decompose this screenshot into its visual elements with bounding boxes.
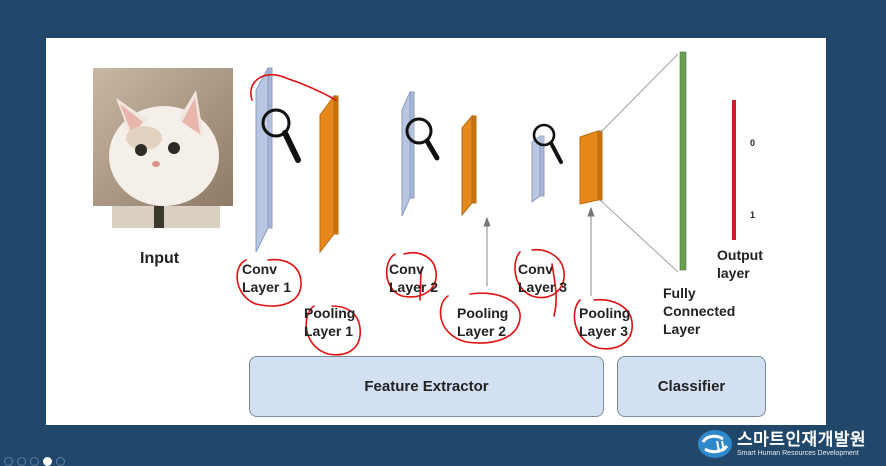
brand-mark-icon — [698, 430, 732, 458]
brand-subtitle: Smart Human Resources Development — [737, 449, 859, 457]
conv-layer-1-label: Conv Layer 1 — [242, 261, 292, 295]
pooling-layer-3-label: Pooling Layer 3 — [579, 305, 631, 339]
classifier-box: Classifier — [617, 356, 766, 417]
conv-layer-3-label: Conv Layer 3 — [518, 261, 568, 295]
conv-layer-2-shape — [401, 91, 411, 217]
handwritten-annotations — [236, 73, 633, 356]
magnifier-icon — [532, 123, 563, 164]
output-layer-label: Output layer — [717, 247, 763, 281]
pooling-layer-1-shape — [319, 94, 335, 254]
input-label: Input — [140, 250, 180, 267]
pooling-layer-2-label: Pooling Layer 2 — [457, 305, 509, 339]
input-cat-image — [93, 68, 233, 228]
conv-layer-3-shape — [531, 135, 541, 203]
fully-connected-label: Fully Connected Layer — [663, 285, 736, 337]
fully-connected-layer-shape — [679, 51, 687, 271]
pooling-layer-1-label: Pooling Layer 1 — [304, 305, 356, 339]
pooling-layer-2-shape — [461, 114, 473, 217]
brand-name: 스마트인재개발원 — [737, 429, 867, 449]
slide-canvas: Input Conv Layer 1 Pooling Layer 1 Conv … — [46, 38, 826, 425]
output-tick-1: 1 — [750, 210, 756, 220]
magnifier-icon — [261, 108, 301, 163]
output-layer-shape — [732, 100, 736, 240]
brand-logo: 스마트인재개발원 Smart Human Resources Developme… — [697, 427, 866, 461]
magnifier-icon — [405, 117, 440, 161]
cnn-diagram — [93, 51, 736, 356]
output-tick-0: 0 — [750, 138, 756, 148]
conv-layer-2-label: Conv Layer 2 — [389, 261, 439, 295]
feature-extractor-box: Feature Extractor — [249, 356, 604, 417]
pooling-layer-3-shape — [579, 130, 599, 205]
conv-layer-1-shape — [255, 67, 269, 253]
